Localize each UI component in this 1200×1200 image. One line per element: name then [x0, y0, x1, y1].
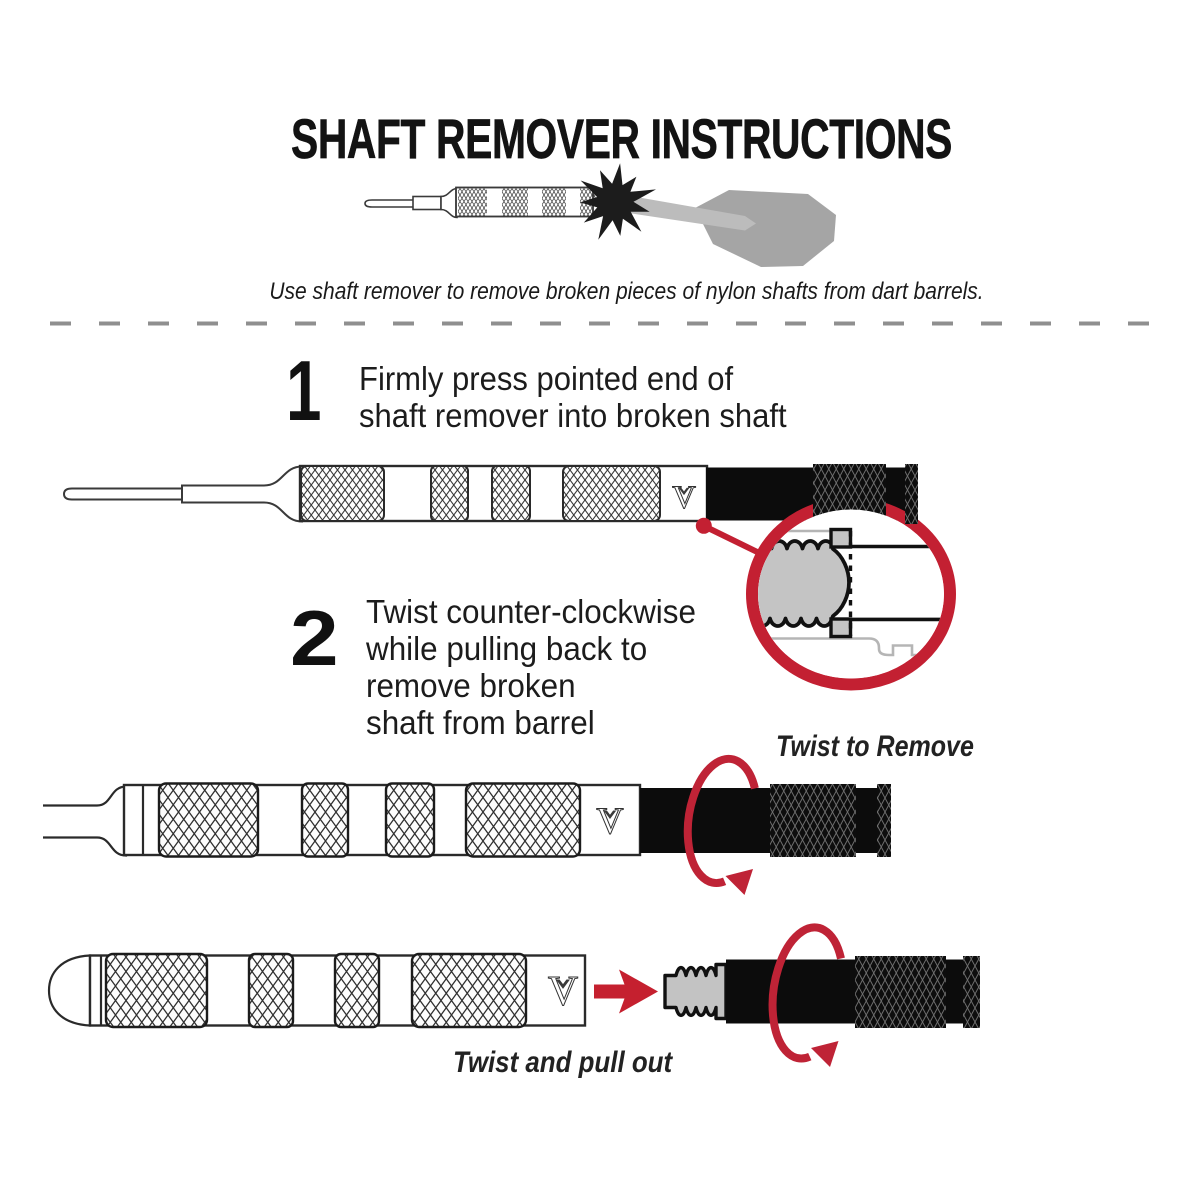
svg-text:V: V	[596, 801, 624, 843]
svg-text:V: V	[672, 480, 696, 516]
svg-text:V: V	[548, 969, 578, 1015]
